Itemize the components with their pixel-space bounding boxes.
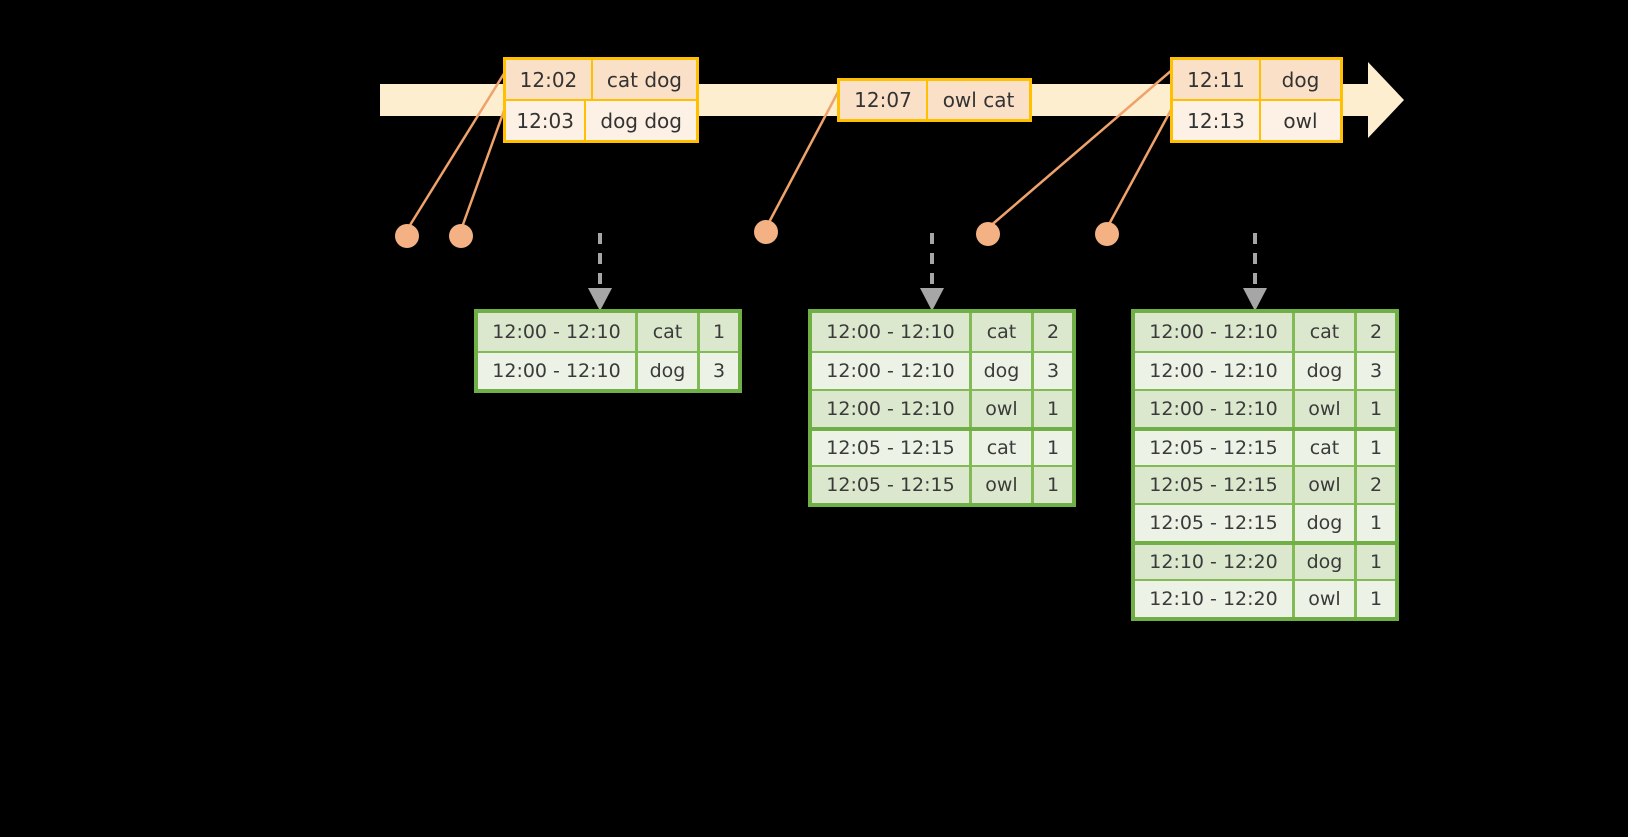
table-cell-word: cat: [972, 431, 1034, 465]
table-cell-word: dog: [972, 353, 1034, 389]
table-cell-count: 3: [1046, 360, 1060, 382]
event-words: owl: [1283, 108, 1318, 133]
table-cell-count: 2: [1046, 321, 1060, 343]
table-cell-word: cat: [638, 313, 700, 351]
event-group-2[interactable]: 12:07 owl cat: [837, 78, 1032, 122]
event-dot: [395, 224, 419, 248]
table-cell-count: 1: [1369, 512, 1383, 534]
event-row[interactable]: 12:02 cat dog: [506, 60, 696, 99]
table-cell-word: dog: [1295, 505, 1357, 541]
event-row[interactable]: 12:13 owl: [1173, 99, 1340, 140]
table-cell-count: 1: [1369, 551, 1383, 573]
event-dot: [449, 224, 473, 248]
table-cell-window: 12:10 - 12:20: [1135, 545, 1295, 579]
table-cell-word: owl: [1295, 581, 1357, 617]
event-time: 12:13: [1173, 101, 1261, 140]
event-dot: [976, 222, 1000, 246]
table-cell-count: 3: [712, 360, 726, 382]
trigger-arrows: [588, 233, 1267, 311]
table-cell-window: 12:05 - 12:15: [1135, 431, 1295, 465]
event-time: 12:11: [1173, 60, 1261, 99]
event-row[interactable]: 12:07 owl cat: [840, 81, 1029, 119]
event-dot: [1095, 222, 1119, 246]
trigger-arrow-1: [588, 233, 612, 311]
table-cell-word: cat: [972, 313, 1034, 351]
event-time: 12:07: [840, 81, 928, 119]
event-group-1[interactable]: 12:02 cat dog 12:03 dog dog: [503, 57, 699, 143]
table-cell-count: 1: [712, 321, 726, 343]
table-cell-count: 2: [1369, 474, 1383, 496]
event-time: 12:03: [506, 101, 587, 140]
event-row[interactable]: 12:03 dog dog: [506, 99, 696, 140]
table-cell-window: 12:00 - 12:10: [812, 353, 972, 389]
table-cell-word: owl: [972, 391, 1034, 427]
event-words: dog: [1281, 67, 1320, 92]
event-group-3[interactable]: 12:11 dog 12:13 owl: [1170, 57, 1343, 143]
event-words: dog dog: [600, 108, 682, 133]
table-cell-count: 1: [1046, 474, 1060, 496]
table-cell-window: 12:00 - 12:10: [1135, 353, 1295, 389]
trigger-arrow-3: [1243, 233, 1267, 311]
table-cell-count: 2: [1369, 321, 1383, 343]
event-words: owl cat: [942, 88, 1015, 112]
table-cell-count: 1: [1369, 437, 1383, 459]
table-cell-window: 12:00 - 12:10: [1135, 313, 1295, 351]
table-cell-count: 1: [1369, 588, 1383, 610]
table-cell-count: 1: [1369, 398, 1383, 420]
table-cell-word: cat: [1295, 313, 1357, 351]
table-cell-window: 12:10 - 12:20: [1135, 581, 1295, 617]
trigger-arrow-2: [920, 233, 944, 311]
table-cell-word: owl: [1295, 467, 1357, 503]
table-cell-window: 12:05 - 12:15: [1135, 467, 1295, 503]
table-cell-window: 12:00 - 12:10: [812, 391, 972, 427]
event-dots: [395, 220, 1119, 248]
table-cell-window: 12:00 - 12:10: [478, 313, 638, 351]
event-row[interactable]: 12:11 dog: [1173, 60, 1340, 99]
table-cell-count: 1: [1046, 398, 1060, 420]
table-cell-window: 12:05 - 12:15: [812, 431, 972, 465]
table-cell-window: 12:00 - 12:10: [1135, 391, 1295, 427]
event-words: cat dog: [606, 67, 682, 92]
table-cell-word: owl: [1295, 391, 1357, 427]
table-cell-window: 12:00 - 12:10: [478, 353, 638, 389]
table-cell-word: dog: [1295, 353, 1357, 389]
table-cell-window: 12:05 - 12:15: [1135, 505, 1295, 541]
table-cell-word: cat: [1295, 431, 1357, 465]
table-cell-word: dog: [1295, 545, 1357, 579]
event-dot: [754, 220, 778, 244]
table-cell-word: dog: [638, 353, 700, 389]
table-cell-window: 12:05 - 12:15: [812, 467, 972, 503]
table-cell-window: 12:00 - 12:10: [812, 313, 972, 351]
table-cell-count: 3: [1369, 360, 1383, 382]
event-time: 12:02: [506, 60, 593, 99]
leader-lines: [405, 69, 1174, 231]
table-cell-word: owl: [972, 467, 1034, 503]
table-cell-count: 1: [1046, 437, 1060, 459]
